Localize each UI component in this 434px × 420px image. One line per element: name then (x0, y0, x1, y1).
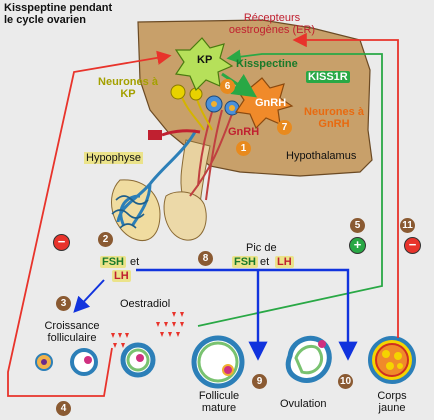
kisspectine-label: Kisspectine (236, 58, 298, 70)
step-1-badge: 1 (236, 141, 251, 156)
lh-surge-arrow (136, 268, 358, 361)
neurons-kp-label: Neurones à KP (98, 76, 158, 100)
mature-follicle (191, 335, 245, 389)
ovulation-follicle (285, 335, 332, 383)
step-3-badge: 3 (56, 296, 71, 311)
negative-sign-right: − (404, 237, 421, 254)
fsh-lh-et: et (130, 256, 140, 268)
negative-sign-left: − (53, 234, 70, 251)
step-7-badge: 7 (277, 120, 292, 135)
step-10-badge: 10 (338, 374, 353, 389)
hypophyse-label: Hypophyse (84, 152, 144, 164)
negative-feedback-arrow (7, 50, 172, 397)
croissance-label: Croissance folliculaire (44, 320, 100, 344)
luteal-feedback-arrow (292, 32, 399, 338)
portal-vessels (116, 129, 198, 227)
kiss1r-label: KISS1R (306, 71, 350, 83)
fsh-label: FSH (100, 256, 126, 268)
follicule-label: Follicule mature (198, 390, 240, 414)
step-5-badge: 5 (350, 218, 365, 233)
receptors-label: Récepteurs oestrogènes (ER) (228, 12, 316, 36)
pic-de-label: Pic de (246, 242, 277, 254)
step-2-badge: 2 (98, 232, 113, 247)
primary-follicle-2 (70, 348, 98, 376)
vessel-loops (111, 195, 149, 229)
surge-fsh-label: FSH (232, 256, 258, 268)
surge-et: et (260, 256, 270, 268)
gnrh-axons (189, 109, 233, 201)
kp-star-shape (174, 37, 234, 92)
ovulation-label: Ovulation (280, 398, 327, 410)
estradiol-droplets (111, 312, 184, 348)
corps-jaune-label: Corps jaune (377, 390, 407, 414)
hypothalamus-label: Hypothalamus (286, 150, 357, 162)
surge-lh-label: LH (275, 256, 294, 268)
positive-sign: + (349, 237, 366, 254)
step-9-badge: 9 (252, 374, 267, 389)
oestradiol-label: Oestradiol (120, 298, 171, 310)
gnrh-star-label: GnRH (255, 97, 287, 109)
lh-label: LH (112, 270, 131, 282)
fsh-to-growth-arrow (73, 279, 105, 313)
kp-star-label: KP (197, 54, 213, 66)
primary-follicle-1 (35, 353, 53, 371)
step-6-badge: 6 (220, 79, 235, 94)
kisspectine-arrow (221, 72, 257, 98)
neurons-gnrh-label: Neurones à GnRH (304, 106, 364, 130)
pituitary-posterior (163, 191, 207, 241)
kp-neuron-cell (170, 84, 186, 100)
gnrh-label: GnRH (228, 126, 260, 138)
step-8-badge: 8 (198, 251, 213, 266)
blood-vessel-stub (148, 130, 162, 140)
diagram-title: Kisspeptine pendant le cycle ovarien (4, 2, 113, 26)
growing-follicle (120, 342, 156, 378)
step-4-badge: 4 (56, 401, 71, 416)
step-11-badge: 11 (400, 218, 415, 233)
positive-feedback-arrow (197, 49, 383, 327)
corpus-luteum (368, 336, 416, 384)
